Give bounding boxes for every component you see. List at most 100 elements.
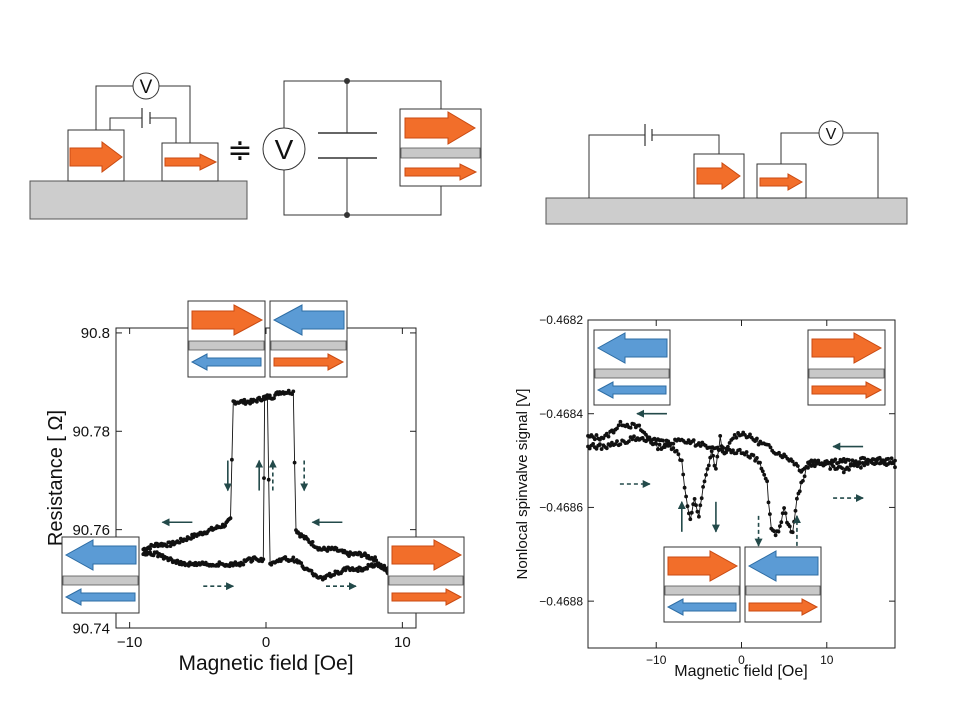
data-point (632, 434, 636, 439)
arrow-orange-large (69, 141, 123, 173)
data-point (773, 533, 778, 538)
data-point (700, 440, 705, 445)
data-point (620, 438, 624, 443)
data-point (681, 472, 686, 477)
data-point (756, 442, 761, 447)
data-point (886, 456, 891, 461)
data-point (727, 441, 732, 445)
data-point (657, 442, 662, 447)
data-point (148, 546, 153, 551)
data-point (795, 464, 800, 468)
data-point (732, 433, 737, 437)
voltmeter-icon (262, 127, 306, 171)
data-point (708, 455, 713, 460)
plot-frame (115, 327, 417, 629)
data-point (615, 426, 619, 431)
data-point (705, 467, 710, 471)
data-point (333, 569, 338, 574)
data-point (228, 516, 233, 521)
data-point (242, 558, 247, 563)
y-tick-label: 90.74 (72, 620, 110, 637)
data-point (687, 511, 691, 516)
arrow-orange-small (759, 173, 804, 191)
data-point (589, 443, 594, 448)
data-point (242, 397, 247, 402)
inset-parallel-bottom-left (663, 546, 741, 623)
data-point (777, 450, 781, 455)
x-tick-label: 0 (738, 653, 745, 667)
nonlocal-spinvalve-schematic: V (545, 120, 908, 225)
x-tick-label: 10 (394, 634, 411, 651)
series-line (587, 435, 896, 537)
data-point (864, 460, 868, 465)
data-point (628, 425, 633, 430)
data-point (702, 479, 707, 484)
data-point (877, 461, 882, 466)
data-point (814, 462, 819, 466)
data-point (649, 441, 653, 445)
data-point (586, 444, 590, 449)
data-point (141, 552, 146, 557)
approx-equal-symbol: ≑ (227, 133, 252, 168)
wire (159, 85, 191, 143)
x-tick-label: −10 (117, 634, 142, 651)
data-point (795, 496, 799, 501)
data-point (266, 477, 271, 482)
data-point (775, 529, 779, 533)
y-tick-label: 90.76 (72, 522, 110, 539)
data-point (755, 456, 759, 460)
data-point (855, 462, 860, 467)
data-point (766, 500, 771, 505)
data-point (592, 445, 597, 450)
data-point (714, 466, 718, 471)
data-point (789, 530, 794, 534)
data-point (836, 460, 841, 465)
data-point (796, 491, 801, 496)
y-tick-label: −0.4686 (539, 501, 583, 515)
data-point (679, 458, 684, 463)
data-point (249, 559, 254, 564)
data-point (374, 558, 379, 563)
data-point (601, 436, 606, 441)
data-point (165, 544, 170, 549)
voltmeter-icon (132, 72, 160, 100)
y-axis-label: Nonlocal spinvalve signal [V] (514, 389, 531, 580)
data-point (217, 560, 222, 564)
data-point (762, 472, 767, 477)
data-point (736, 448, 740, 453)
data-point (689, 510, 694, 515)
data-point (739, 451, 744, 456)
substrate (29, 180, 248, 220)
y-axis-label: Resistance [ Ω] (45, 410, 67, 546)
data-point (818, 462, 822, 467)
data-point (601, 443, 606, 448)
data-point (695, 509, 700, 514)
local-spinvalve-schematic: V (29, 72, 248, 220)
data-point (874, 461, 879, 466)
data-point (616, 423, 621, 428)
data-point (833, 457, 838, 462)
inset-positive-saturation (807, 329, 886, 406)
data-point (755, 436, 759, 441)
data-point (654, 442, 659, 446)
data-point (698, 503, 703, 508)
data-point (853, 459, 858, 464)
inset-parallel-top-left (187, 300, 266, 378)
data-point (673, 437, 677, 442)
data-point (674, 448, 679, 453)
data-point (611, 430, 616, 435)
data-point (793, 508, 798, 513)
inset-negative-saturation (61, 536, 140, 614)
data-point (616, 443, 621, 448)
data-point (694, 503, 698, 508)
data-point (664, 438, 669, 443)
data-point (799, 480, 804, 485)
data-point (828, 467, 833, 471)
data-point (792, 519, 796, 524)
data-point (804, 465, 809, 470)
arrow-orange-small (164, 153, 218, 171)
voltmeter-label: V (140, 77, 153, 98)
